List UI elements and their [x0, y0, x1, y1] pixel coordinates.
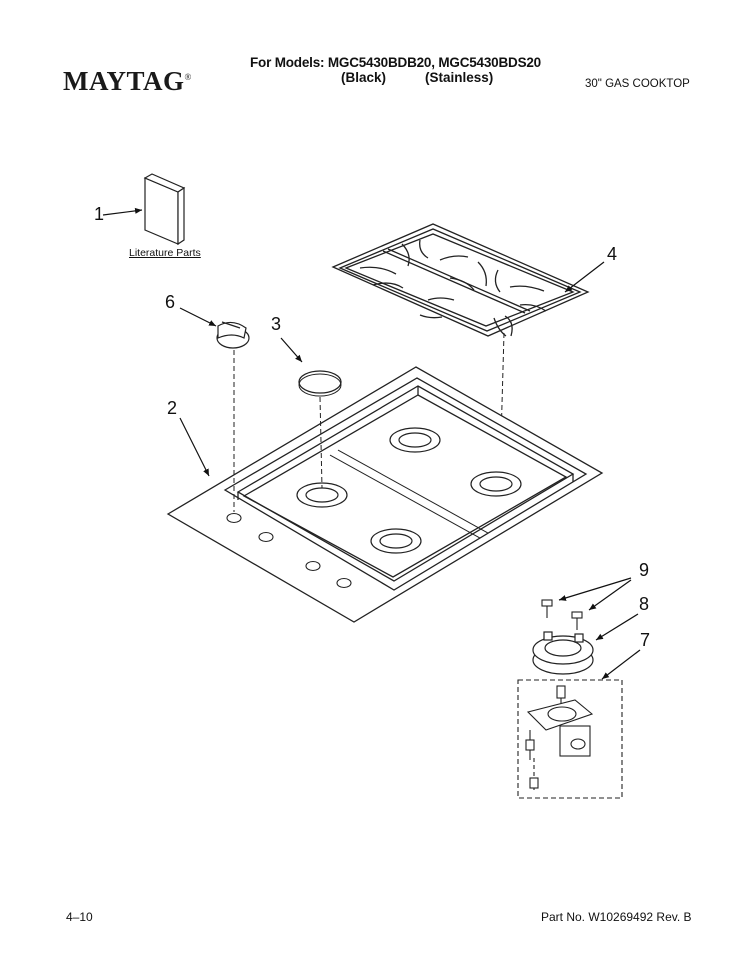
control-knob-holes — [226, 512, 352, 589]
leader-line-6 — [179, 307, 217, 327]
leader-line-7 — [601, 649, 641, 680]
callout-6: 6 — [165, 292, 176, 312]
brand-name: MAYTAG — [63, 66, 185, 96]
burner-cap — [298, 370, 342, 394]
variant-black-label: (Black) — [341, 70, 387, 85]
callout-4: 4 — [607, 244, 618, 264]
burner-base — [532, 631, 594, 675]
models-line: For Models: MGC5430BDB20, MGC5430BDS20 — [250, 55, 541, 70]
gas-valve-assembly — [525, 685, 594, 790]
callout-7: 7 — [640, 630, 651, 650]
literature-booklet — [143, 173, 186, 246]
callout-3: 3 — [271, 314, 282, 334]
cooktop-main-top — [166, 366, 604, 623]
leader-line-9a — [558, 577, 632, 601]
callout-9: 9 — [639, 560, 650, 580]
registered-mark: ® — [184, 72, 192, 82]
leader-line-3 — [280, 337, 303, 363]
burner-cap-rim — [298, 373, 342, 397]
leader-line-2 — [179, 417, 210, 477]
leader-line-4 — [564, 261, 605, 293]
leader-line-1 — [102, 207, 143, 216]
callout-1: 1 — [94, 204, 105, 224]
variant-stainless-label: (Stainless) — [425, 70, 494, 85]
burner-grate — [331, 223, 590, 337]
cap-alignment-line — [319, 396, 323, 489]
callout-2: 2 — [167, 398, 178, 418]
burner-screws — [541, 599, 583, 630]
valve-assembly-box — [517, 679, 623, 799]
literature-parts-label: Literature Parts — [129, 247, 201, 259]
leader-line-8 — [595, 613, 639, 641]
page-number: 4–10 — [66, 910, 93, 924]
product-type-label: 30" GAS COOKTOP — [585, 78, 690, 90]
callout-8: 8 — [639, 594, 650, 614]
maytag-logo: MAYTAG® — [63, 66, 192, 97]
leader-line-9b — [588, 579, 632, 611]
control-knob — [216, 321, 250, 349]
part-number: Part No. W10269492 Rev. B — [541, 910, 692, 924]
